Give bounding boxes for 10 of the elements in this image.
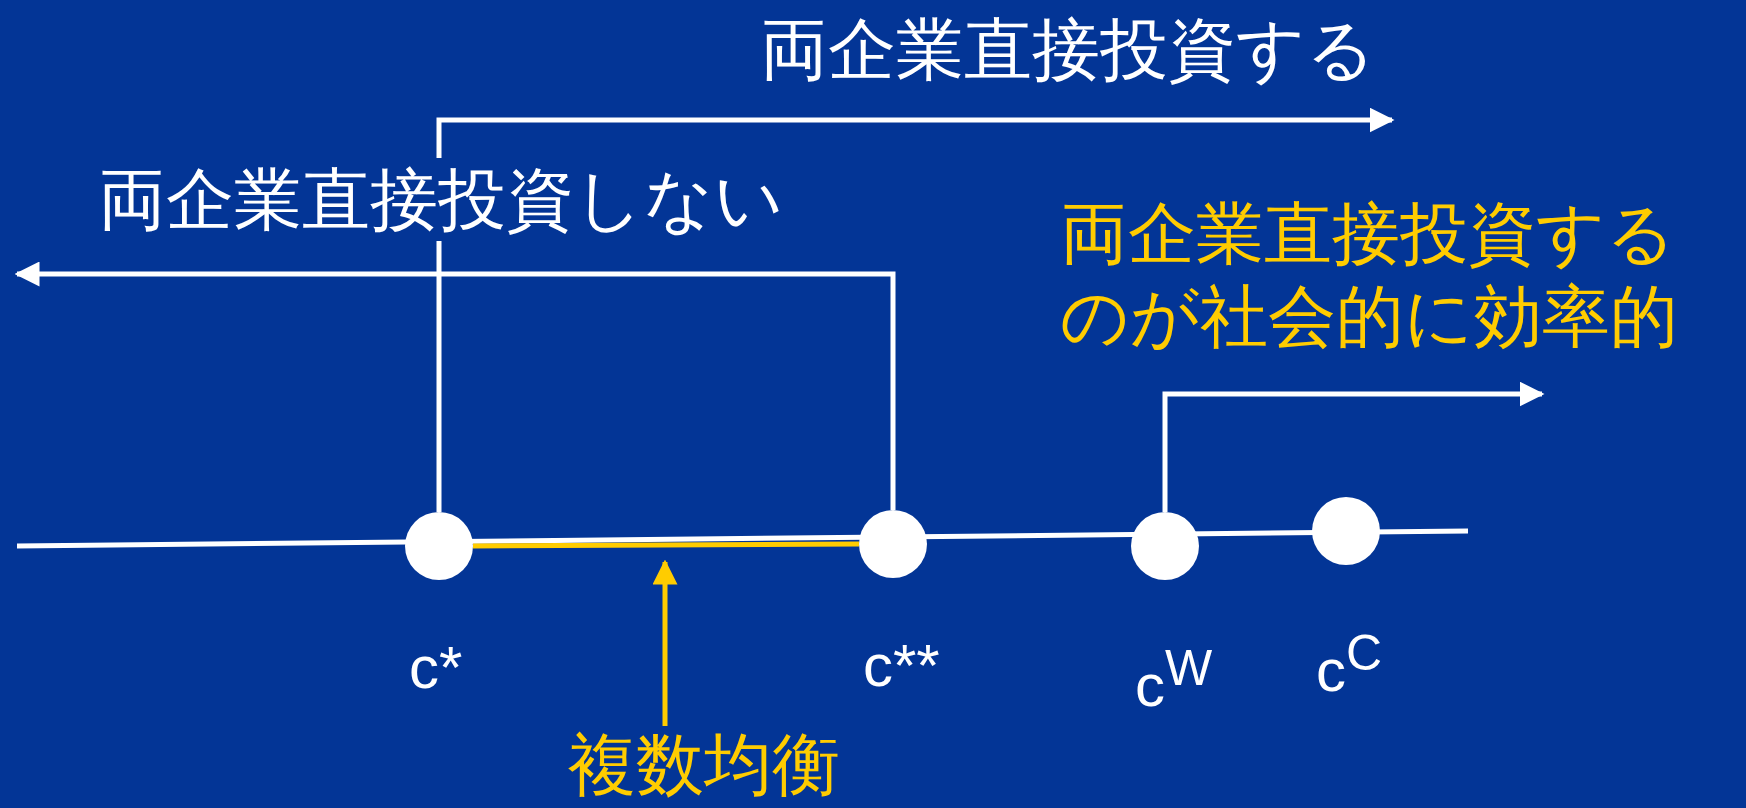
point-label: c** (863, 634, 940, 698)
arrow (436, 107, 1395, 512)
arrow (652, 559, 678, 726)
annotation-text: 複数均衡 (568, 726, 840, 804)
point-label: c* (409, 636, 463, 700)
arrow (1162, 381, 1545, 512)
point-label: c$^{C}$ (1316, 624, 1383, 703)
arrow (14, 261, 896, 510)
point-label: c$^{W}$ (1135, 639, 1213, 718)
connector-line (473, 541, 859, 549)
